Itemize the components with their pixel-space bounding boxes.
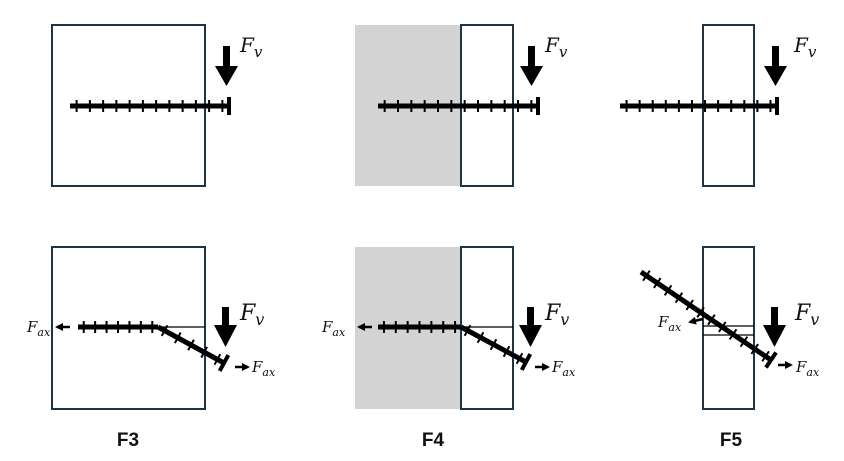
thread-tick	[502, 345, 511, 358]
thread-tick	[187, 339, 195, 351]
caption-f5: F5	[720, 430, 743, 451]
vertical-force-arrow-icon	[214, 307, 237, 347]
thread-tick	[160, 324, 169, 337]
bolt-head	[519, 353, 533, 371]
thread-tick	[463, 324, 472, 337]
bolt-head	[217, 354, 231, 372]
thread-tick	[489, 338, 498, 351]
thread-tick	[707, 314, 716, 326]
panel-f5-bottom: Fv Fax Fax	[639, 246, 820, 410]
axial-force-label-right: Fax	[251, 358, 276, 379]
vertical-force-arrow-icon	[520, 46, 543, 86]
axial-force-label-left: Fax	[321, 318, 346, 339]
bolt-shank	[378, 321, 533, 371]
thread-tick	[696, 306, 705, 318]
thread-tick	[200, 346, 208, 358]
thread-tick	[750, 343, 759, 355]
thread-tick	[685, 299, 694, 311]
vertical-force-arrow-icon	[519, 307, 542, 347]
panel-f4-top: Fv	[355, 24, 568, 187]
bolt-head	[764, 351, 778, 369]
axial-force-arrow-left-icon	[688, 316, 704, 325]
panel-f5-top: Fv	[620, 24, 817, 187]
caption-f4: F4	[422, 430, 445, 451]
panel-f3-top: Fv	[51, 24, 263, 187]
thread-tick	[674, 292, 684, 304]
caption-f3: F3	[117, 430, 139, 451]
thread-tick	[653, 277, 662, 289]
force-vertical-label: Fv	[239, 301, 264, 329]
force-vertical-label: Fv	[544, 301, 569, 329]
thread-tick	[728, 328, 738, 340]
thread-tick	[476, 331, 485, 344]
axial-force-label-right: Fax	[795, 358, 820, 379]
force-vertical-label: Fv	[544, 33, 568, 61]
axial-force-label-left: Fax	[26, 318, 51, 339]
thread-tick	[174, 332, 182, 344]
force-vertical-label: Fv	[239, 33, 263, 61]
force-vertical-label: Fv	[793, 33, 817, 61]
bolt-shank	[378, 97, 540, 115]
bolt-shank	[620, 97, 779, 115]
member-frame	[702, 246, 755, 410]
vertical-force-arrow-icon	[763, 307, 786, 347]
bolt-segment	[639, 269, 773, 363]
thread-tick	[718, 321, 727, 333]
thread-tick	[642, 270, 651, 282]
panel-f3-bottom: Fv Fax Fax	[26, 246, 276, 410]
thread-tick	[739, 336, 749, 348]
force-vertical-label: Fv	[794, 301, 819, 329]
thread-tick	[663, 284, 673, 296]
thread-tick	[515, 352, 524, 365]
bolt-shank	[70, 97, 231, 115]
vertical-force-arrow-icon	[764, 46, 787, 86]
vertical-force-arrow-icon	[215, 46, 238, 86]
thread-tick	[761, 350, 770, 362]
panel-f4-bottom: Fv Fax Fax	[321, 246, 576, 410]
bolt-shank	[639, 269, 778, 369]
thread-tick	[213, 353, 222, 366]
axial-force-label-left: Fax	[657, 313, 682, 334]
member-frame	[51, 246, 206, 410]
axial-force-label-right: Fax	[551, 358, 576, 379]
bolt-shank	[78, 321, 231, 372]
